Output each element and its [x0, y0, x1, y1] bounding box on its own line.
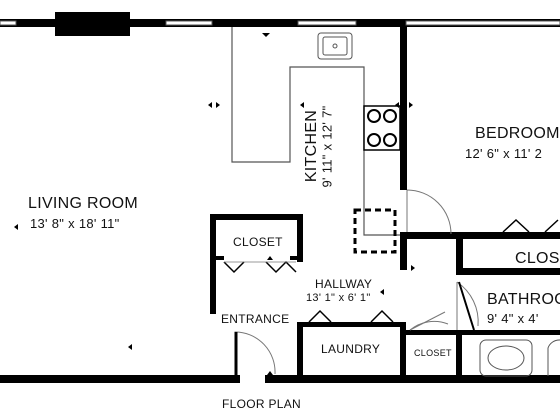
laundry-doors [308, 309, 394, 323]
bottom-wall [0, 375, 240, 383]
closet-left-label: CLOSET [233, 235, 283, 249]
floor-plan-caption: FLOOR PLAN [222, 397, 302, 411]
bedroom-closet-doors [502, 218, 559, 233]
fireplace [55, 12, 130, 36]
top-wall [0, 19, 560, 27]
kitchen-dimensions: 9' 11" x 12' 7" [319, 105, 335, 188]
bathroom-fixtures [479, 339, 560, 377]
outer-walls [0, 12, 560, 383]
kitchen-bedroom-wall [400, 27, 407, 190]
bedroom-dimensions: 12' 6" x 11' 2 [465, 146, 543, 161]
kitchen-label: KITCHEN [303, 109, 321, 183]
interior-walls [210, 27, 560, 380]
living-room-dimensions: 13' 8" x 18' 11" [30, 216, 120, 231]
bedroom-label: BEDROOM [475, 125, 560, 142]
refrigerator [353, 208, 397, 254]
small-closet-label: CLOSET [414, 348, 452, 358]
closet-doors [223, 260, 297, 274]
living-room-label: LIVING ROOM [28, 195, 138, 212]
bathroom-dimensions: 9' 4" x 4' [487, 311, 539, 326]
entrance-label: ENTRANCE [221, 312, 290, 326]
bedroom-closet-label: CLOS [515, 250, 560, 267]
laundry-label: LAUNDRY [321, 342, 381, 356]
hallway-dimensions: 13' 1" x 6' 1" [306, 292, 371, 304]
door-swings [234, 189, 479, 376]
bathroom-label: BATHROO [487, 291, 560, 308]
stove [363, 105, 401, 151]
sink [317, 32, 353, 60]
kitchen-counter [231, 27, 402, 236]
hallway-label: HALLWAY [315, 277, 373, 291]
top-windows [0, 20, 560, 26]
door-markers [14, 33, 415, 375]
bottom-wall-right [265, 375, 560, 383]
